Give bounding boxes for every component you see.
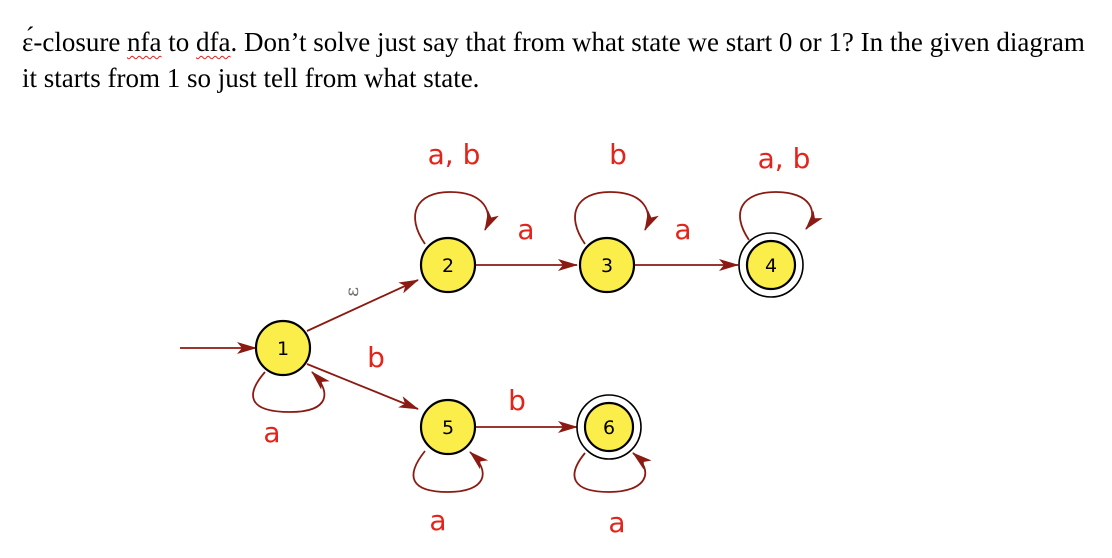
state-4-label: 4 xyxy=(765,255,777,277)
label-1-5: b xyxy=(367,341,385,374)
edge-1-2 xyxy=(306,279,419,332)
loop-1 xyxy=(252,371,330,413)
state-6: 6 xyxy=(576,394,642,460)
loop-6 xyxy=(573,452,652,493)
label-loop-6: a xyxy=(608,506,625,539)
loop-2 xyxy=(414,191,499,245)
question-word-nfa: nfa xyxy=(127,27,162,57)
state-2: 2 xyxy=(419,236,477,294)
question-text: ɛ́-closure nfa to dfa. Don’t solve just … xyxy=(22,24,1092,96)
label-loop-5: a xyxy=(429,504,446,537)
state-1: 1 xyxy=(254,319,312,377)
state-5-label: 5 xyxy=(442,417,454,439)
state-6-label: 6 xyxy=(603,417,615,439)
state-2-label: 2 xyxy=(442,255,454,277)
label-epsilon-1-2: ε xyxy=(341,287,363,297)
loop-5 xyxy=(412,450,489,493)
state-4: 4 xyxy=(738,232,804,298)
loop-3 xyxy=(574,191,659,245)
label-3-4: a xyxy=(674,213,691,246)
question-word-dfa: dfa xyxy=(196,27,231,57)
label-5-6: b xyxy=(508,384,526,417)
label-loop-2: a, b xyxy=(428,138,481,171)
state-3: 3 xyxy=(578,236,636,294)
label-loop-1: a xyxy=(263,416,280,449)
loop-4 xyxy=(739,191,823,241)
label-2-3: a xyxy=(517,213,534,246)
label-loop-3: b xyxy=(609,138,627,171)
state-5: 5 xyxy=(419,398,477,456)
state-1-label: 1 xyxy=(277,338,289,360)
question-rest: . Don’t solve just say that from what st… xyxy=(22,27,1085,93)
state-3-label: 3 xyxy=(601,255,613,277)
question-word-to: to xyxy=(168,27,190,57)
question-word-eclosure: ɛ́-closure xyxy=(22,27,121,57)
label-loop-4: a, b xyxy=(758,142,811,175)
